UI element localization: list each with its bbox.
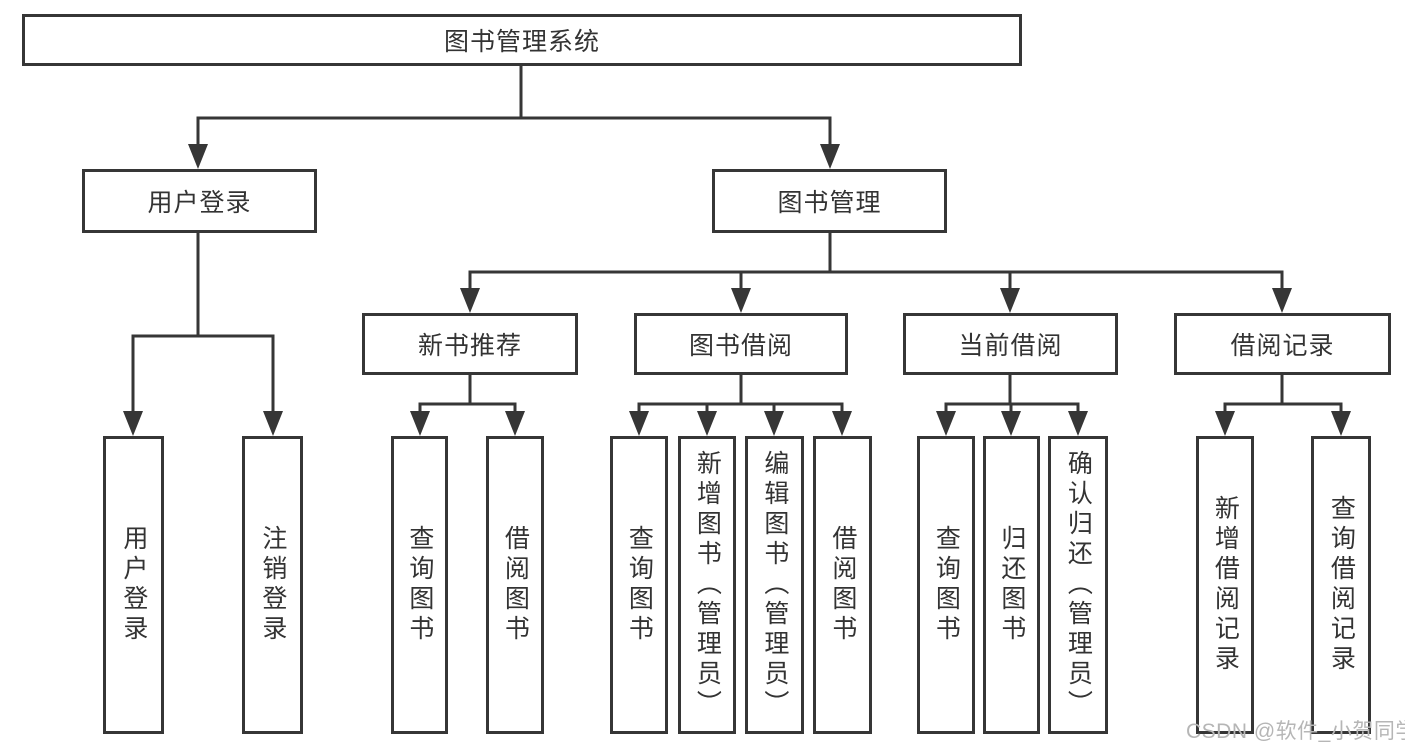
node-leaf-borrow-book-2: 借阅图书 xyxy=(813,436,872,734)
arrowhead-icon xyxy=(460,288,480,313)
node-leaf-add-borrow-record-label: 新增借阅记录 xyxy=(1211,495,1240,675)
node-leaf-query-book-1: 查询图书 xyxy=(391,436,448,734)
connector-path xyxy=(131,66,1343,415)
node-new-book-recommend: 新书推荐 xyxy=(362,313,578,375)
node-new-book-recommend-label: 新书推荐 xyxy=(417,332,522,360)
node-leaf-user-login: 用户登录 xyxy=(103,436,164,734)
node-user-login-label: 用户登录 xyxy=(147,189,252,217)
arrowhead-icon xyxy=(1068,411,1088,436)
csdn-watermark: CSDN @软件_小贺同学 xyxy=(1186,720,1405,743)
node-leaf-return-book: 归还图书 xyxy=(983,436,1040,734)
node-root-label: 图书管理系统 xyxy=(443,28,600,56)
arrowhead-icon xyxy=(505,411,525,436)
arrowhead-icon xyxy=(1001,411,1021,436)
node-leaf-add-book-admin: 新增图书（管理员） xyxy=(678,436,736,734)
node-leaf-borrow-book-1: 借阅图书 xyxy=(486,436,544,734)
node-leaf-query-borrow-record: 查询借阅记录 xyxy=(1311,436,1371,734)
node-current-borrow: 当前借阅 xyxy=(903,313,1118,375)
arrowhead-icon xyxy=(1215,411,1235,436)
arrowhead-icon xyxy=(123,411,143,436)
arrowhead-icon xyxy=(1331,411,1351,436)
node-leaf-query-book-3-label: 查询图书 xyxy=(932,525,961,645)
node-leaf-borrow-book-2-label: 借阅图书 xyxy=(828,525,857,645)
node-leaf-add-borrow-record: 新增借阅记录 xyxy=(1196,436,1254,734)
node-leaf-edit-book-admin: 编辑图书（管理员） xyxy=(745,436,804,734)
node-leaf-query-borrow-record-label: 查询借阅记录 xyxy=(1327,495,1356,675)
node-leaf-query-book-1-label: 查询图书 xyxy=(405,525,434,645)
arrowhead-icon xyxy=(731,288,751,313)
arrowhead-icon xyxy=(1000,288,1020,313)
node-leaf-logout-label: 注销登录 xyxy=(258,525,287,645)
node-book-management: 图书管理 xyxy=(712,169,947,233)
arrowheads xyxy=(123,144,1351,436)
node-leaf-user-login-label: 用户登录 xyxy=(119,525,148,645)
node-leaf-borrow-book-1-label: 借阅图书 xyxy=(501,525,530,645)
node-borrow-record: 借阅记录 xyxy=(1174,313,1391,375)
node-root: 图书管理系统 xyxy=(22,14,1022,66)
node-current-borrow-label: 当前借阅 xyxy=(958,332,1063,360)
node-book-management-label: 图书管理 xyxy=(777,189,882,217)
arrowhead-icon xyxy=(263,411,283,436)
node-leaf-query-book-3: 查询图书 xyxy=(917,436,975,734)
node-leaf-confirm-return-admin-label: 确认归还（管理员） xyxy=(1064,450,1093,720)
arrowhead-icon xyxy=(832,411,852,436)
node-book-borrow: 图书借阅 xyxy=(634,313,848,375)
arrowhead-icon xyxy=(820,144,840,169)
arrowhead-icon xyxy=(1272,288,1292,313)
node-book-borrow-label: 图书借阅 xyxy=(688,332,793,360)
node-leaf-return-book-label: 归还图书 xyxy=(997,525,1026,645)
arrowhead-icon xyxy=(410,411,430,436)
node-leaf-confirm-return-admin: 确认归还（管理员） xyxy=(1048,436,1108,734)
node-leaf-query-book-2: 查询图书 xyxy=(610,436,668,734)
arrowhead-icon xyxy=(629,411,649,436)
node-leaf-edit-book-admin-label: 编辑图书（管理员） xyxy=(760,450,789,720)
node-user-login: 用户登录 xyxy=(82,169,317,233)
arrowhead-icon xyxy=(188,144,208,169)
arrowhead-icon xyxy=(764,411,784,436)
node-leaf-query-book-2-label: 查询图书 xyxy=(625,525,654,645)
node-borrow-record-label: 借阅记录 xyxy=(1230,332,1335,360)
arrowhead-icon xyxy=(697,411,717,436)
node-leaf-add-book-admin-label: 新增图书（管理员） xyxy=(693,450,722,720)
arrowhead-icon xyxy=(936,411,956,436)
node-leaf-logout: 注销登录 xyxy=(242,436,303,734)
